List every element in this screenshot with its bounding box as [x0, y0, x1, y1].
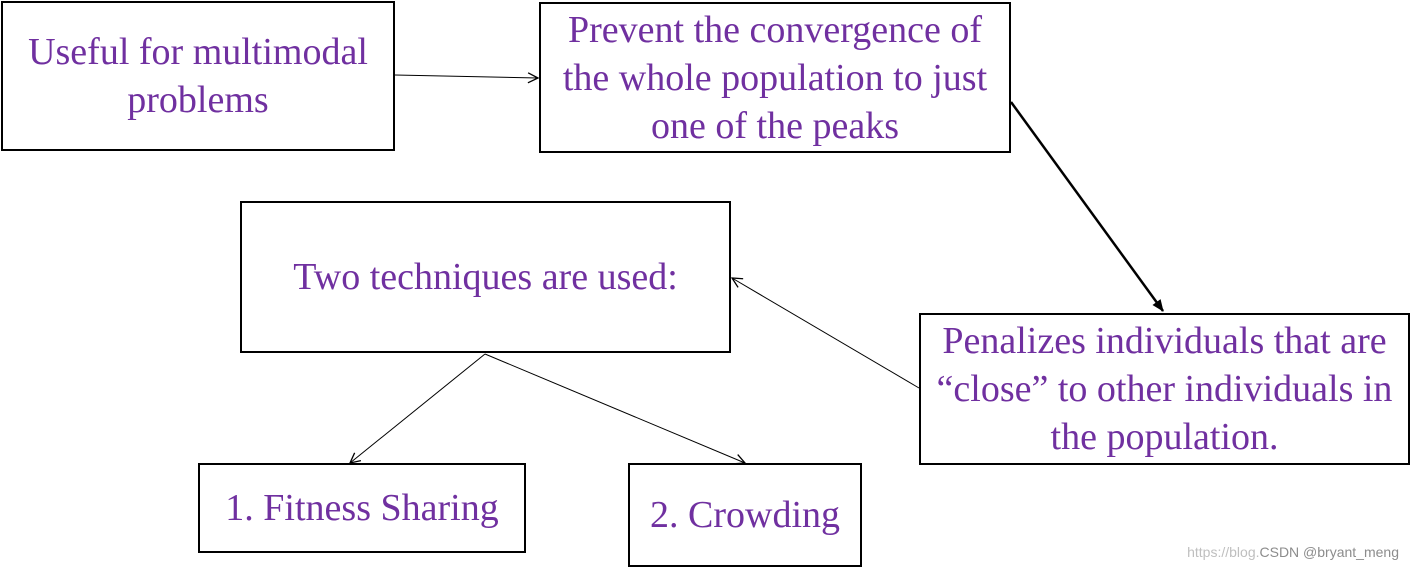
node-two-techniques-label: Two techniques are used: — [293, 256, 678, 298]
arrow-techniques-to-crowding — [484, 353, 745, 463]
node-fitness-sharing: 1. Fitness Sharing — [198, 463, 526, 553]
node-two-techniques: Two techniques are used: — [240, 201, 731, 353]
watermark-url: https://blog. — [1187, 544, 1260, 560]
arrow-useful-to-prevent — [394, 75, 538, 78]
watermark: https://blog.CSDN @bryant_meng — [1187, 544, 1399, 560]
node-penalizes-label: Penalizes individuals that are “close” t… — [936, 320, 1393, 458]
watermark-author: CSDN @bryant_meng — [1259, 544, 1400, 560]
node-prevent-label: Prevent the convergence of the whole pop… — [562, 8, 988, 147]
arrow-techniques-to-fitness-sharing — [350, 353, 486, 463]
node-prevent-convergence: Prevent the convergence of the whole pop… — [539, 2, 1011, 153]
node-useful-for-multimodal: Useful for multimodal problems — [1, 1, 395, 151]
node-crowding: 2. Crowding — [628, 463, 862, 567]
arrow-prevent-to-penalizes — [1009, 101, 1165, 312]
node-useful-label: Useful for multimodal problems — [28, 31, 368, 121]
node-fitness-sharing-label: 1. Fitness Sharing — [225, 487, 499, 529]
node-penalizes-close: Penalizes individuals that are “close” t… — [919, 313, 1410, 465]
arrow-penalizes-to-techniques — [732, 278, 920, 389]
node-crowding-label: 2. Crowding — [650, 494, 840, 536]
